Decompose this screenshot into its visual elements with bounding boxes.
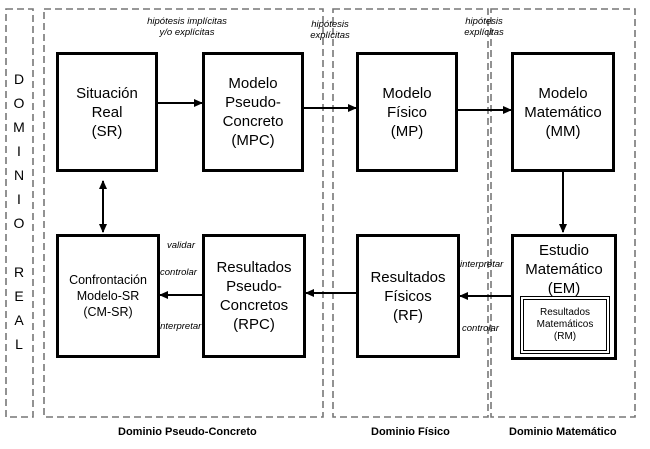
box-line: Modelo: [228, 75, 278, 92]
resultados-fisicos-box: Resultados Físicos (RF): [356, 234, 460, 358]
note-line: y/o explícitas: [159, 27, 215, 38]
box-line: (RF): [393, 306, 423, 324]
dominio-pseudo-concreto-label: Dominio Pseudo-Concreto: [118, 426, 257, 438]
dominio-matematico-frame: [490, 8, 636, 418]
box-line: (MPC): [231, 132, 275, 149]
dominio-pseudo-concreto-frame: [43, 8, 324, 418]
box-line: (RPC): [233, 316, 275, 333]
box-line: Físicos: [384, 287, 432, 305]
dominio-fisico-frame: [332, 8, 489, 418]
real-letter: M: [13, 119, 25, 135]
box-line: Concreto: [222, 113, 284, 130]
box-line: Físico: [386, 103, 427, 121]
modelo-matematico-box: Modelo Matemático (MM): [511, 52, 615, 172]
box-line: Modelo: [382, 84, 432, 102]
box-line: Resultados: [370, 268, 446, 286]
box-line: Modelo-SR: [76, 289, 140, 303]
modelo-fisico-box: Modelo Físico (MP): [356, 52, 458, 172]
resultados-pseudo-concretos-box: Resultados Pseudo- Concretos (RPC): [202, 234, 306, 358]
box-line: Confrontación: [69, 273, 147, 287]
box-line: (MM): [545, 122, 581, 140]
real-letter: I: [17, 143, 21, 159]
box-line: Pseudo-: [226, 278, 282, 295]
box-line: Resultados: [539, 307, 591, 318]
real-letter: O: [13, 215, 25, 231]
box-line: Concretos: [219, 297, 289, 314]
note-line: explícitas: [310, 30, 350, 41]
hipotesis-explicitas-note-1: hipótesis explícitas: [298, 19, 362, 41]
box-line: (SR): [91, 122, 123, 140]
box-line: Resultados: [216, 259, 292, 276]
box-line: Situación: [76, 84, 138, 102]
interpretar-note: interpretar: [158, 321, 202, 332]
real-letter: L: [15, 336, 23, 352]
controlar-note: controlar: [462, 323, 499, 334]
real-letter: O: [13, 95, 25, 111]
box-line: Modelo: [538, 84, 588, 102]
note-line: hipótesis implícitas: [147, 16, 227, 27]
note-line: hipótesis: [465, 16, 503, 27]
real-letter: D: [13, 71, 25, 87]
box-line: Matemáticos: [536, 319, 594, 330]
box-line: (CM-SR): [83, 305, 133, 319]
confrontacion-modelo-sr-box: Confrontación Modelo-SR (CM-SR): [56, 234, 160, 358]
resultados-matematicos-box: Resultados Matemáticos (RM): [520, 296, 610, 354]
situacion-real-box: Situación Real (SR): [56, 52, 158, 172]
modelo-pseudo-concreto-box: Modelo Pseudo- Concreto (MPC): [202, 52, 304, 172]
controlar-note: controlar: [160, 267, 197, 278]
note-line: explícitas: [464, 27, 504, 38]
box-line: (EM): [547, 280, 581, 297]
real-letter: E: [14, 288, 24, 304]
real-letter: I: [17, 191, 21, 207]
box-line: (MP): [390, 122, 424, 140]
dominio-real-frame: [5, 8, 34, 418]
box-line: Estudio: [538, 242, 590, 259]
real-letter: N: [13, 167, 25, 183]
hipotesis-implicitas-note: hipótesis implícitas y/o explícitas: [112, 16, 262, 38]
box-line: Real: [91, 103, 123, 121]
real-letter: R: [13, 264, 25, 280]
box-line: Pseudo-: [225, 94, 281, 111]
note-line: hipótesis: [311, 19, 349, 30]
hipotesis-explicitas-note-2: hipótesis explícitas: [452, 16, 516, 38]
box-line: (RM): [553, 331, 577, 342]
box-line: Matemático: [524, 103, 602, 121]
box-line: Matemático: [525, 261, 603, 278]
dominio-matematico-label: Dominio Matemático: [509, 426, 617, 438]
validar-note: validar: [167, 240, 195, 251]
real-letter: A: [14, 312, 24, 328]
dominio-fisico-label: Dominio Físico: [371, 426, 450, 438]
interpretar-note: interpretar: [460, 259, 504, 270]
